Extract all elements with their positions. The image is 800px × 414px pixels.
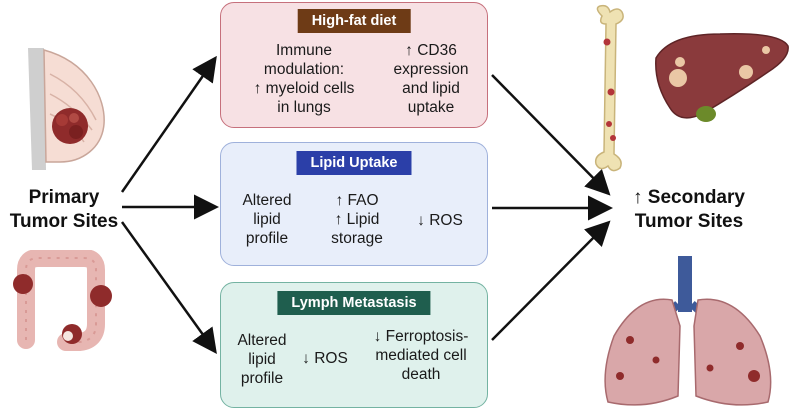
arrow-primary-to-lymph: [120, 221, 217, 355]
lipid-uptake-title: Lipid Uptake: [296, 151, 412, 175]
text-line: ↑ CD36: [405, 42, 457, 59]
text-line: ↓ Ferroptosis-: [373, 328, 469, 345]
lung-metastasis-icon: [604, 256, 772, 406]
high-fat-diet-title: High-fat diet: [297, 9, 411, 33]
text-line: ↑ Lipid: [334, 211, 380, 228]
secondary-tumor-sites-label: ↑ Secondary Tumor Sites: [614, 186, 764, 234]
text-line: mediated cell: [375, 347, 467, 364]
text-line: profile: [240, 370, 284, 387]
text-line: uptake: [407, 99, 455, 116]
arrow-lymph-to-secondary: [491, 220, 611, 341]
text-line: storage: [331, 230, 383, 247]
secondary-label-line1: ↑ Secondary: [633, 187, 745, 208]
secondary-label-line2: Tumor Sites: [634, 211, 744, 232]
liver-metastasis-icon: [655, 33, 789, 122]
text-line: ↑ myeloid cells: [253, 80, 355, 97]
text-line: lipid: [248, 351, 276, 368]
text-line: ↓ ROS: [417, 212, 463, 229]
high-fat-diet-box: High-fat diet Immune modulation: ↑ myelo…: [220, 2, 488, 128]
ros-decrease-text: ↓ ROS: [293, 349, 357, 368]
text-line: expression: [393, 61, 469, 78]
text-line: lipid: [253, 211, 281, 228]
fao-lipid-storage-text: ↑ FAO ↑ Lipid storage: [311, 191, 403, 248]
altered-lipid-profile-text: Altered lipid profile: [227, 191, 307, 248]
text-line: Altered: [242, 192, 292, 209]
ferroptosis-text: ↓ Ferroptosis- mediated cell death: [357, 327, 485, 384]
text-line: modulation:: [263, 61, 345, 78]
cd36-expression-text: ↑ CD36 expression and lipid uptake: [379, 41, 483, 117]
text-line: death: [401, 366, 441, 383]
text-line: profile: [245, 230, 289, 247]
breast-tumor-icon: [28, 48, 105, 170]
text-line: Immune: [276, 42, 332, 59]
primary-tumor-sites-label: Primary Tumor Sites: [6, 186, 122, 234]
primary-label-line1: Primary: [28, 187, 100, 208]
arrow-highfat-to-secondary: [491, 74, 611, 196]
bone-metastasis-icon: [594, 4, 624, 172]
lymph-metastasis-box: Lymph Metastasis Altered lipid profile ↓…: [220, 282, 488, 408]
ros-decrease-text: ↓ ROS: [405, 211, 475, 230]
text-line: in lungs: [277, 99, 331, 116]
primary-label-line2: Tumor Sites: [9, 211, 119, 232]
immune-modulation-text: Immune modulation: ↑ myeloid cells in lu…: [229, 41, 379, 117]
lipid-uptake-box: Lipid Uptake Altered lipid profile ↑ FAO…: [220, 142, 488, 266]
colon-tumor-icon: [13, 250, 112, 351]
text-line: and lipid: [402, 80, 460, 97]
text-line: ↓ ROS: [302, 350, 348, 367]
arrow-primary-to-highfat: [120, 55, 217, 193]
lymph-metastasis-title: Lymph Metastasis: [277, 291, 431, 315]
text-line: ↑ FAO: [335, 192, 379, 209]
text-line: Altered: [237, 332, 287, 349]
altered-lipid-profile-text: Altered lipid profile: [225, 331, 299, 388]
